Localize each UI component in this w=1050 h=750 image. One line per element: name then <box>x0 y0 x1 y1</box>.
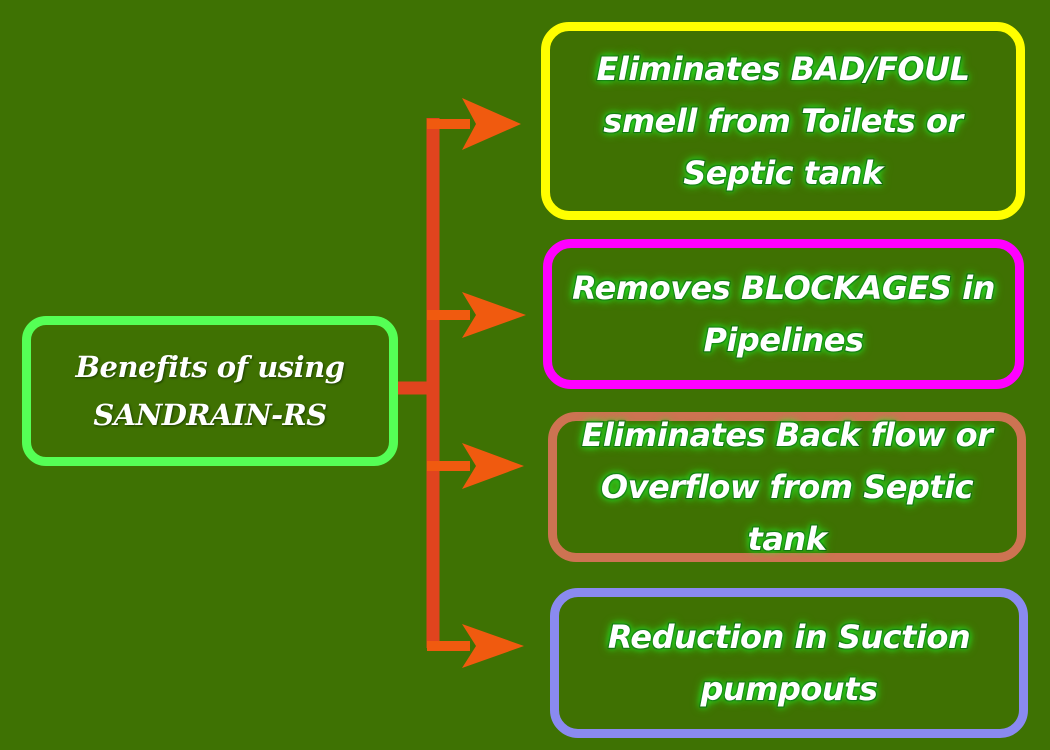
root-node-box: Benefits of using SANDRAIN-RS <box>22 316 398 466</box>
benefit-box-2: Removes BLOCKAGES in Pipelines <box>543 239 1024 389</box>
arrow-to-benefit-4 <box>427 624 524 668</box>
benefit-box-4: Reduction in Suction pumpouts <box>550 588 1028 738</box>
benefit-label-4: Reduction in Suction pumpouts <box>607 618 971 708</box>
benefit-label-1: Eliminates BAD/FOUL smell from Toilets o… <box>596 50 970 192</box>
benefit-label-3: Eliminates Back flow or Overflow from Se… <box>581 416 993 558</box>
root-node-label: Benefits of using SANDRAIN-RS <box>75 350 345 432</box>
benefit-box-1: Eliminates BAD/FOUL smell from Toilets o… <box>541 22 1025 220</box>
arrow-to-benefit-2 <box>427 292 526 338</box>
arrow-to-benefit-3 <box>427 443 524 489</box>
arrow-to-benefit-1 <box>427 98 521 150</box>
benefit-box-3: Eliminates Back flow or Overflow from Se… <box>548 412 1026 562</box>
benefit-label-2: Removes BLOCKAGES in Pipelines <box>572 269 995 359</box>
